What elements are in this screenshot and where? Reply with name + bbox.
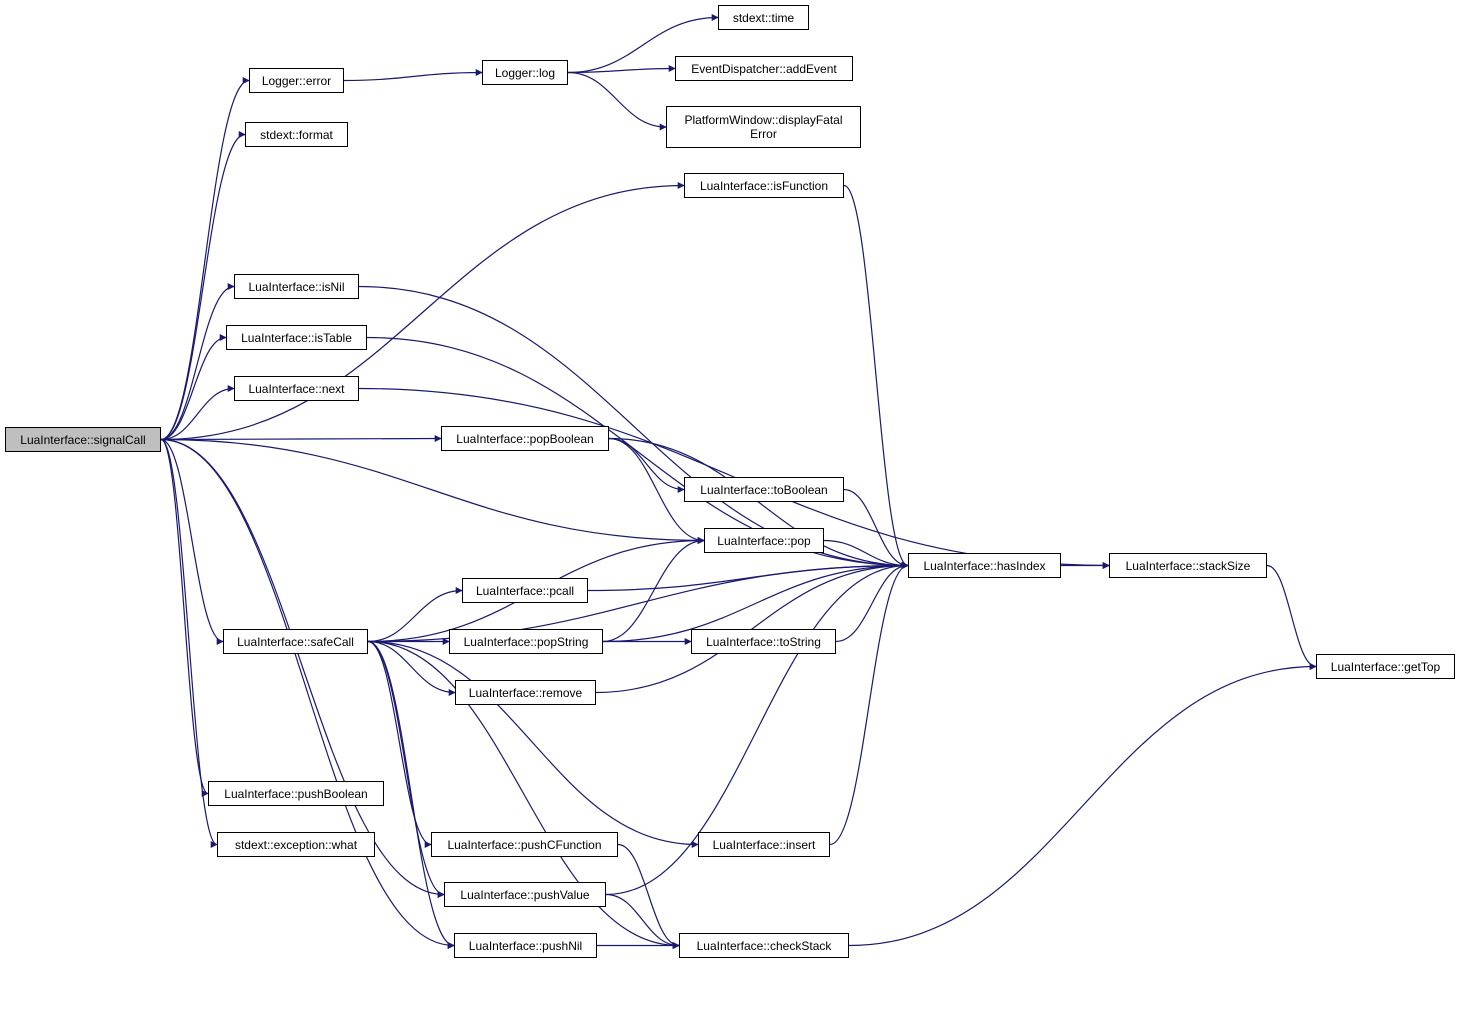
edge-signalCall-to-exceptionWhat [160,438,218,848]
node-pcall[interactable]: LuaInterface::pcall [462,578,588,603]
node-logger-error[interactable]: Logger::error [249,68,344,93]
node-safe-call[interactable]: LuaInterface::safeCall [223,629,368,654]
node-to-string[interactable]: LuaInterface::toString [691,629,836,654]
edge-safeCall-to-checkStack [367,640,680,949]
node-get-top[interactable]: LuaInterface::getTop [1316,654,1455,679]
node-is-table[interactable]: LuaInterface::isTable [226,325,367,350]
edge-signalCall-to-isFunction [160,182,685,441]
edge-signalCall-to-pushValue [160,438,445,898]
node-to-boolean[interactable]: LuaInterface::toBoolean [684,477,844,502]
edge-signalCall-to-format [160,131,246,441]
edge-signalCall-to-isNil [160,283,235,441]
node-push-value[interactable]: LuaInterface::pushValue [444,882,606,907]
node-push-nil[interactable]: LuaInterface::pushNil [454,933,597,958]
node-stack-size[interactable]: LuaInterface::stackSize [1109,553,1267,578]
edge-insert-to-hasIndex [829,562,909,846]
edge-stackSize-to-getTop [1266,564,1317,670]
node-is-nil[interactable]: LuaInterface::isNil [234,274,359,299]
node-add-event[interactable]: EventDispatcher::addEvent [675,56,853,81]
edge-signalCall-to-safeCall [160,438,224,645]
edge-signalCall-to-pushBoolean [160,438,209,797]
edge-safeCall-to-remove [367,640,456,696]
edge-popBoolean-to-toBoolean [608,437,685,493]
node-pop-boolean[interactable]: LuaInterface::popBoolean [441,426,609,451]
edge-loggerLog-to-addEvent [567,65,676,74]
node-remove[interactable]: LuaInterface::remove [455,680,596,705]
edge-checkStack-to-getTop [848,663,1317,947]
edge-signalCall-to-pushNil [160,438,455,949]
edge-signalCall-to-next [160,385,235,441]
edge-pop-to-hasIndex [823,539,909,569]
edge-safeCall-to-pushNil [367,640,455,949]
edge-pushCFunction-to-checkStack [617,843,680,949]
edge-loggerLog-to-time [567,14,719,74]
edge-safeCall-to-pcall [367,587,463,643]
node-logger-log[interactable]: Logger::log [482,60,568,85]
edge-signalCall-to-pop [160,438,705,544]
node-pop[interactable]: LuaInterface::pop [704,528,824,553]
node-has-index[interactable]: LuaInterface::hasIndex [908,553,1061,578]
edge-pushValue-to-hasIndex [605,562,909,896]
edge-safeCall-to-pushCFunction [367,640,432,848]
node-pop-string[interactable]: LuaInterface::popString [449,629,603,654]
edge-signalCall-to-isTable [160,334,227,441]
node-check-stack[interactable]: LuaInterface::checkStack [679,933,849,958]
node-is-function[interactable]: LuaInterface::isFunction [684,173,844,198]
edge-popBoolean-to-hasIndex [608,437,909,569]
node-display-fatal-error[interactable]: PlatformWindow::displayFatal Error [666,106,861,148]
edge-isTable-to-hasIndex [366,336,909,569]
edge-popString-to-hasIndex [602,562,909,643]
edge-toBoolean-to-hasIndex [843,488,909,569]
edge-loggerLog-to-displayFatalError [567,71,667,131]
edge-loggerError-to-loggerLog [343,69,483,82]
edge-popBoolean-to-pop [608,437,705,544]
edge-isFunction-to-hasIndex [843,184,909,569]
node-insert[interactable]: LuaInterface::insert [698,832,830,857]
edge-safeCall-to-insert [367,640,699,848]
node-push-cfunction[interactable]: LuaInterface::pushCFunction [431,832,618,857]
node-next[interactable]: LuaInterface::next [234,376,359,401]
node-push-boolean[interactable]: LuaInterface::pushBoolean [208,781,384,806]
edge-pcall-to-hasIndex [587,562,909,592]
node-time[interactable]: stdext::time [718,5,809,30]
edge-pushValue-to-checkStack [605,893,680,949]
node-exception-what[interactable]: stdext::exception::what [217,832,375,857]
node-format[interactable]: stdext::format [245,122,348,147]
edge-toString-to-hasIndex [835,562,909,643]
edge-signalCall-to-popBoolean [160,435,442,443]
edge-popString-to-pop [602,537,705,643]
node-signal-call[interactable]: LuaInterface::signalCall [5,427,161,452]
